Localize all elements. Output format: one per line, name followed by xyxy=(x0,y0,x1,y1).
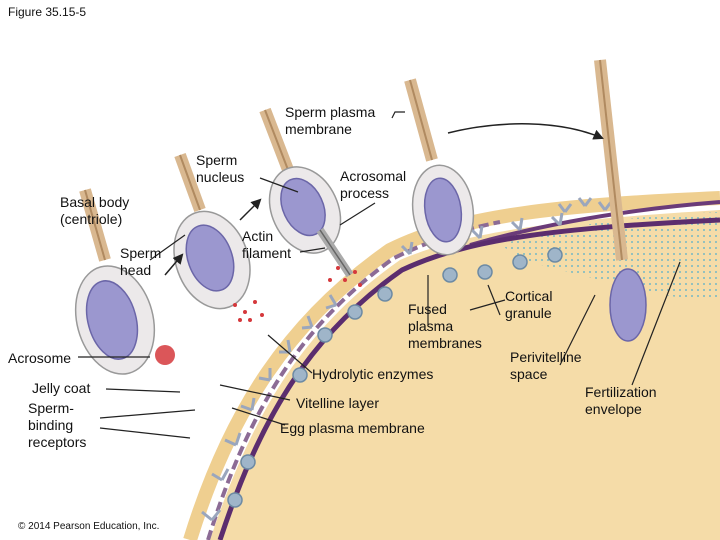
cortical-granules xyxy=(227,247,563,508)
sperm-1 xyxy=(74,188,175,375)
label-jelly-coat: Jelly coat xyxy=(32,380,91,396)
label-sperm-head: Sperm head xyxy=(120,245,162,278)
label-vitelline-layer: Vitelline layer xyxy=(296,395,380,411)
vitelline-layer xyxy=(206,220,501,540)
label-acrosome: Acrosome xyxy=(8,350,72,366)
sequence-arrow-2 xyxy=(239,198,262,221)
sequence-arrow-1 xyxy=(164,253,184,276)
label-cortical-granule: Cortical granule xyxy=(505,288,553,321)
egg-cytoplasm xyxy=(210,210,720,540)
sperm-2 xyxy=(173,152,264,322)
label-basal-body: Basal body (centriole) xyxy=(60,194,130,227)
label-perivitelline-space: Perivitelline space xyxy=(510,349,582,382)
label-fertilization-envelope: Fertilization envelope xyxy=(585,384,657,417)
label-sperm-plasma-membrane: Sperm plasma membrane xyxy=(285,104,376,137)
sequence-arrow-3 xyxy=(447,123,604,140)
fertilization-envelope xyxy=(469,200,720,247)
leader-lines xyxy=(78,111,681,439)
sperm-4 xyxy=(404,78,475,256)
figure-reference: Figure 35.15-5 xyxy=(8,5,87,19)
label-actin-filament: Actin filament xyxy=(242,228,292,261)
egg-edge xyxy=(183,191,720,540)
egg-plasma-membrane xyxy=(217,217,720,540)
copyright-notice: © 2014 Pearson Education, Inc. xyxy=(18,521,160,532)
label-acrosomal-process: Acrosomal process xyxy=(340,168,407,201)
label-hydrolytic-enzymes: Hydrolytic enzymes xyxy=(312,366,434,382)
label-sperm-binding-receptors: Sperm- binding receptors xyxy=(28,400,87,450)
label-sperm-nucleus: Sperm nucleus xyxy=(196,152,245,185)
label-egg-plasma-membrane: Egg plasma membrane xyxy=(280,420,425,436)
label-fused-plasma-membranes: Fused plasma membranes xyxy=(408,301,482,351)
sperm-5 xyxy=(594,59,647,342)
